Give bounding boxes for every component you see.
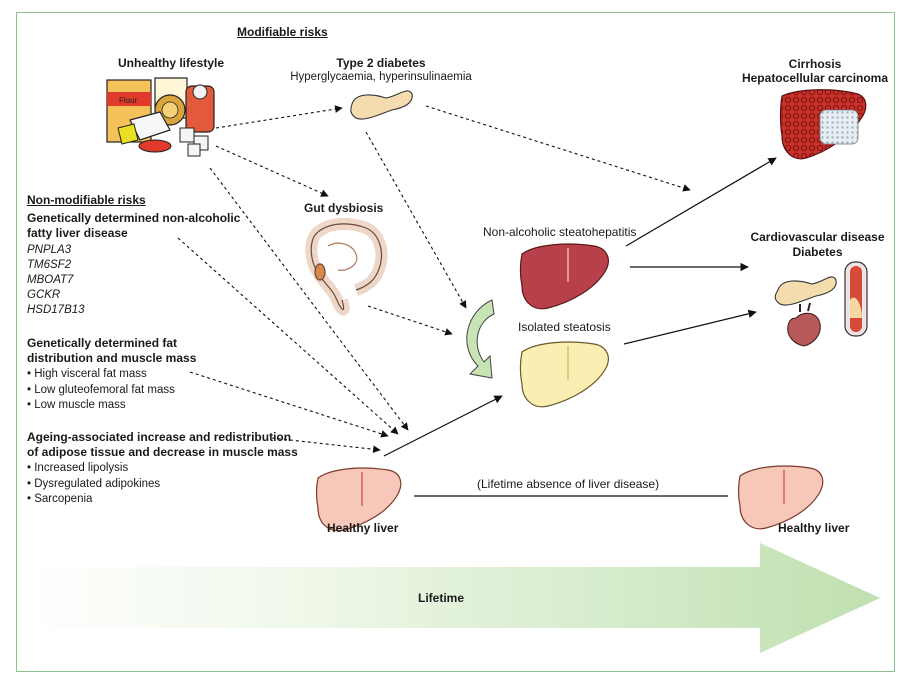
cirrhosis-label: Cirrhosis xyxy=(788,57,842,71)
cvd-label: Cardiovascular disease xyxy=(750,230,885,244)
arrow-ageing-to-healthy xyxy=(271,437,381,454)
hcc-tumour-icon xyxy=(819,109,859,145)
gene-gckr: GCKR xyxy=(27,289,61,301)
non-modifiable-risks-heading: Non-modifiable risks xyxy=(27,193,146,207)
list-item: Dysregulated adipokines xyxy=(27,477,160,493)
gene-tm6sf2: TM6SF2 xyxy=(27,259,72,271)
gene-mboat7: MBOAT7 xyxy=(27,274,74,286)
lifetime-absence-label: (Lifetime absence of liver disease) xyxy=(477,477,660,491)
genetic-fat-list: High visceral fat mass Low gluteofemoral… xyxy=(27,367,175,414)
nash-liver-icon xyxy=(519,243,609,310)
artery-icon xyxy=(844,261,868,337)
ageing-list: Increased lipolysis Dysregulated adipoki… xyxy=(27,461,160,508)
arrow-t2d-to-cycle xyxy=(365,131,467,309)
pancreas-cvd-icon xyxy=(774,276,837,306)
steatosis-liver-icon xyxy=(519,341,609,408)
list-item: Sarcopenia xyxy=(27,492,160,508)
list-item: Low gluteofemoral fat mass xyxy=(27,383,175,399)
food-pile-icon xyxy=(106,77,215,157)
genetic-fat-title-2: distribution and muscle mass xyxy=(27,351,197,365)
arrow-lifestyle-to-healthy xyxy=(209,167,409,431)
list-item: High visceral fat mass xyxy=(27,367,175,383)
nash-label: Non-alcoholic steatohepatitis xyxy=(483,225,637,239)
cycle-arrow-icon xyxy=(466,299,495,379)
lifetime-arrow xyxy=(22,543,880,653)
healthy-liver-left-icon xyxy=(315,467,402,532)
healthy-liver-left-label: Healthy liver xyxy=(327,521,399,535)
list-item: Low muscle mass xyxy=(27,398,175,414)
lifetime-label: Lifetime xyxy=(418,591,465,605)
healthy-liver-right-icon xyxy=(737,465,824,530)
hcc-label: Hepatocellular carcinoma xyxy=(741,71,889,85)
gut-dysbiosis-label: Gut dysbiosis xyxy=(304,201,384,215)
list-item: Increased lipolysis xyxy=(27,461,160,477)
diabetes-label: Diabetes xyxy=(792,245,843,259)
genetic-fat-title-1: Genetically determined fat xyxy=(27,336,178,350)
arrow-genetic-fat-to-healthy xyxy=(189,371,389,438)
arrow-nash-to-cirrhosis xyxy=(625,157,777,247)
ageing-title-2: of adipose tissue and decrease in muscle… xyxy=(27,445,298,459)
gene-pnpla3: PNPLA3 xyxy=(27,244,72,256)
arrow-lifestyle-to-gut xyxy=(215,145,329,197)
genetic-nafld-title-2: fatty liver disease xyxy=(27,226,128,240)
arrow-gut-to-cycle xyxy=(367,305,453,336)
arrow-lifestyle-to-t2d xyxy=(215,105,343,129)
arrow-t2d-to-cirrhosis xyxy=(425,105,691,192)
arrow-genetic-nafld-to-healthy xyxy=(177,237,399,435)
ageing-title-1: Ageing-associated increase and redistrib… xyxy=(27,430,292,444)
heart-icon xyxy=(787,302,821,347)
flour-label: Flour xyxy=(119,96,138,105)
type2-diabetes-subtitle: Hyperglycaemia, hyperinsulinaemia xyxy=(290,71,472,83)
gene-hsd17b13: HSD17B13 xyxy=(27,304,85,316)
unhealthy-lifestyle-label: Unhealthy lifestyle xyxy=(118,56,225,70)
gut-icon xyxy=(305,217,388,316)
genetic-nafld-title-1: Genetically determined non-alcoholic xyxy=(27,211,241,225)
arrow-healthy-to-steatosis xyxy=(383,395,503,457)
isolated-steatosis-label: Isolated steatosis xyxy=(518,320,611,334)
figure-frame xyxy=(16,12,895,672)
pancreas-icon xyxy=(350,90,413,120)
healthy-liver-right-label: Healthy liver xyxy=(778,521,850,535)
type2-diabetes-title: Type 2 diabetes xyxy=(336,56,426,70)
modifiable-risks-heading: Modifiable risks xyxy=(237,25,328,39)
arrow-steatosis-to-cvd xyxy=(623,309,757,345)
